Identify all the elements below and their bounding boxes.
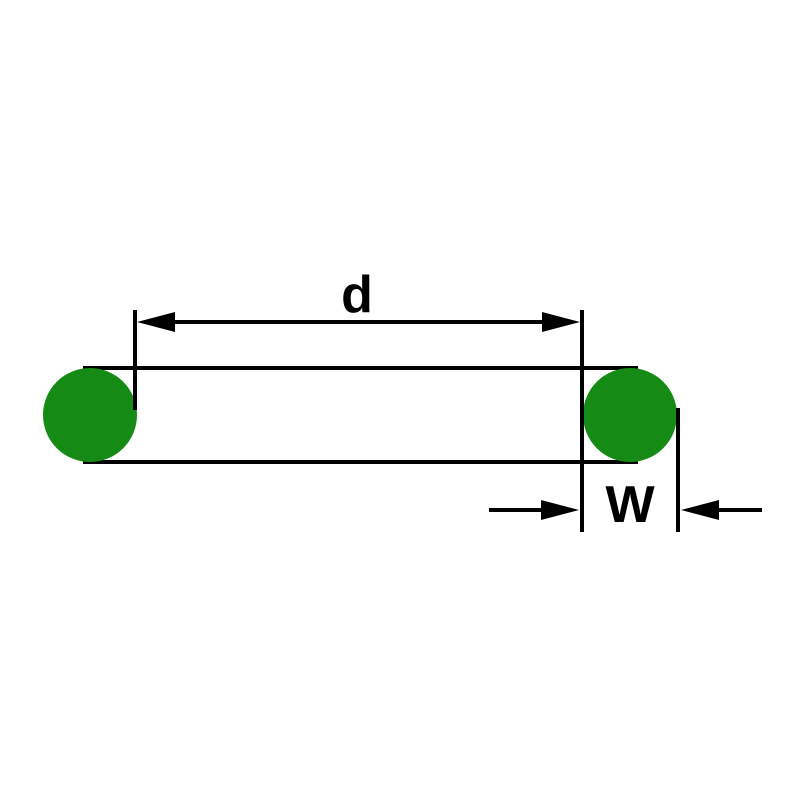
oring-profile	[43, 366, 677, 464]
d-arrowhead-right-icon	[542, 312, 580, 332]
dimension-cross-section-width: W	[489, 408, 762, 534]
inner-diameter-label: d	[341, 266, 373, 324]
cross-section-width-label: W	[605, 476, 655, 534]
w-arrowhead-left-icon	[541, 500, 579, 520]
dimension-inner-diameter: d	[133, 266, 584, 532]
d-arrowhead-left-icon	[137, 312, 175, 332]
w-arrowhead-right-icon	[681, 500, 719, 520]
oring-cross-section-left	[43, 368, 137, 462]
oring-cross-section-right	[583, 368, 677, 462]
